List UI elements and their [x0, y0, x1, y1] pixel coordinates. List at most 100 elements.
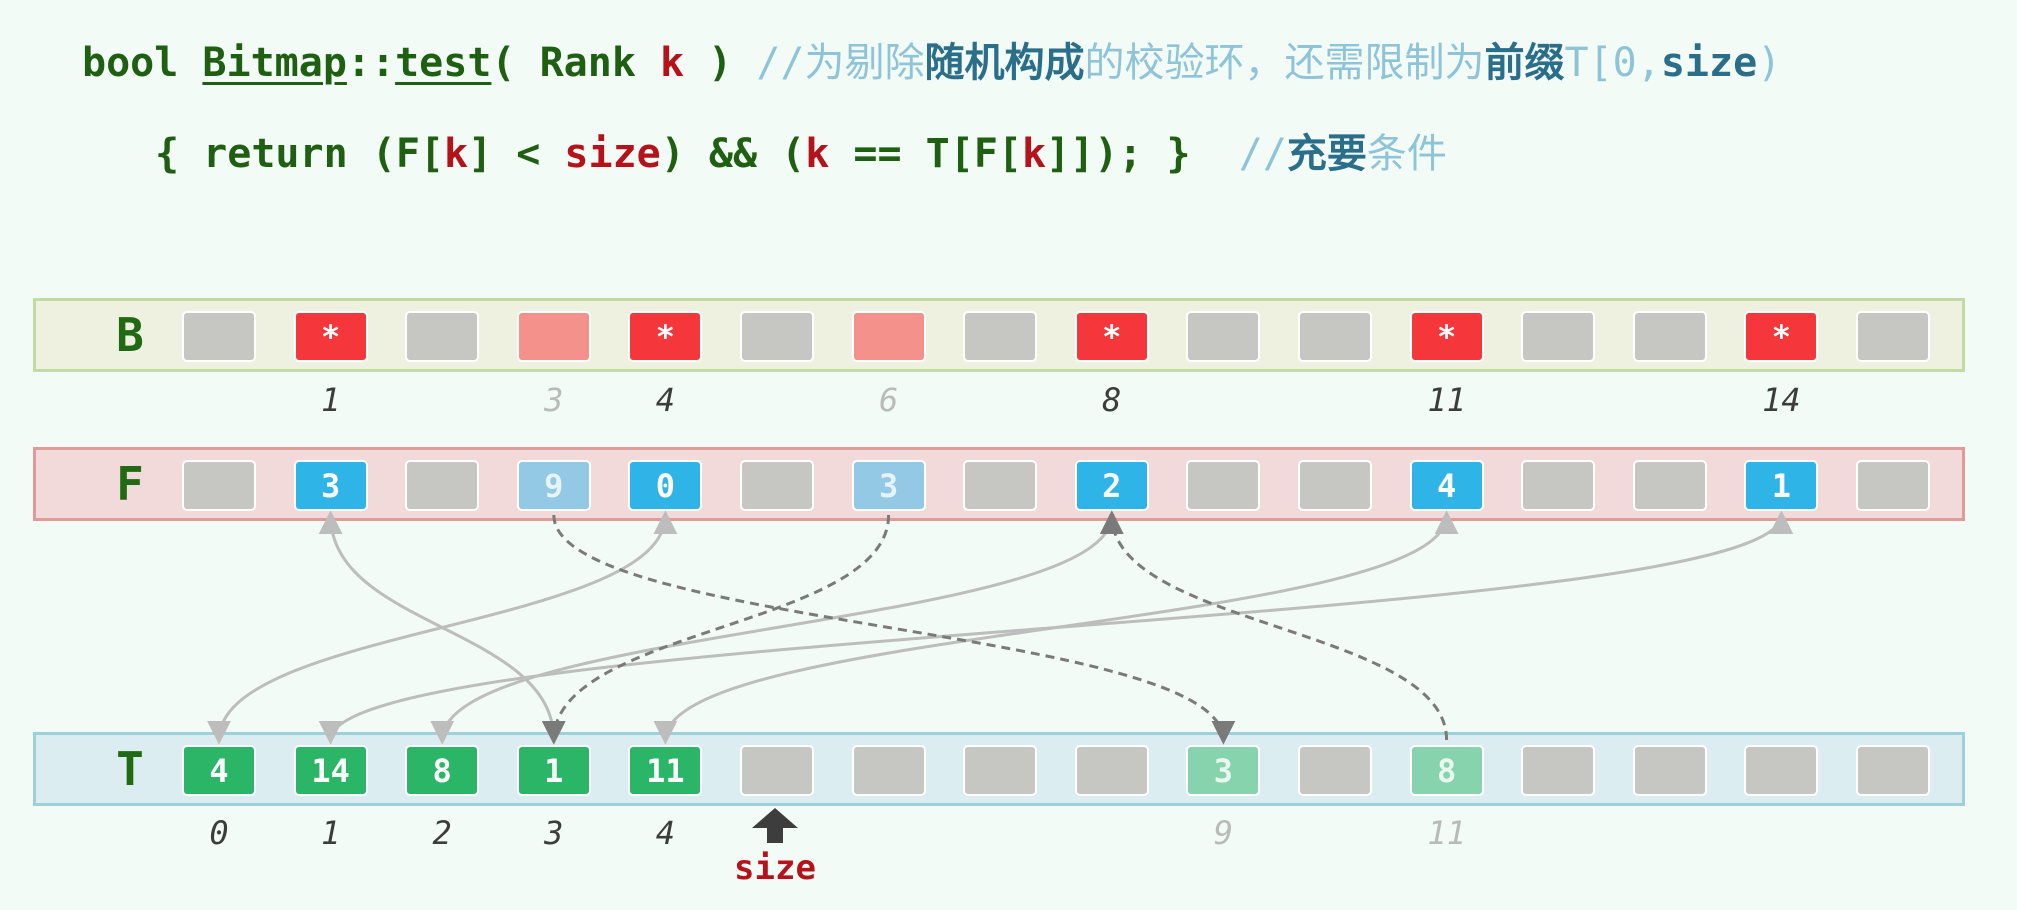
- cell-f-15: [1856, 460, 1930, 511]
- index-label-b: 1: [320, 381, 341, 419]
- cell-f-8: 2: [1074, 460, 1149, 511]
- code-token-scope: ::: [346, 40, 396, 86]
- comment-emphasis-size: size: [1660, 40, 1758, 86]
- cell-f-7: [963, 460, 1038, 511]
- cell-f-10: [1298, 460, 1372, 511]
- index-label-t: 4: [655, 814, 676, 852]
- size-marker-label: size: [734, 848, 816, 888]
- row-label-f: F: [116, 457, 144, 511]
- cell-t-0: 4: [182, 745, 256, 796]
- cell-b-11: *: [1409, 311, 1484, 362]
- size-pointer-icon: [752, 808, 798, 843]
- code-token-k: k: [1021, 131, 1047, 177]
- comment-slash: //: [1238, 131, 1287, 177]
- code-token-class: Bitmap: [202, 40, 347, 86]
- cell-b-12: [1521, 311, 1596, 362]
- cell-f-3: 9: [516, 460, 591, 511]
- cell-f-6: 3: [851, 460, 926, 511]
- cell-b-6: [851, 311, 926, 362]
- code-token-close: ): [684, 40, 757, 86]
- index-label-b: 8: [1102, 381, 1122, 419]
- cell-f-4: 0: [628, 460, 703, 511]
- code-token-method: test: [395, 40, 492, 86]
- code-token-bool: bool: [82, 40, 203, 86]
- code-token-and: ) && (: [660, 131, 806, 177]
- link-arrow-1: [207, 510, 678, 745]
- comment-emphasis-necessary-sufficient: 充要: [1286, 131, 1367, 177]
- cell-b-2: [405, 311, 480, 362]
- cell-b-3: [516, 311, 591, 362]
- cell-b-4: *: [628, 311, 703, 362]
- code-token-return-open: { return (F[: [155, 131, 444, 177]
- cell-f-2: [405, 460, 480, 511]
- cell-b-1: *: [293, 311, 368, 362]
- index-label-t: 0: [209, 814, 229, 852]
- cell-t-12: [1521, 745, 1596, 796]
- code-token-k: k: [805, 131, 830, 177]
- comment-emphasis-prefix: 前缀: [1484, 40, 1565, 86]
- link-arrow-2: [430, 510, 1124, 745]
- cell-b-0: [182, 311, 256, 362]
- comment-text-condition: 条件: [1366, 131, 1447, 177]
- cell-b-7: [963, 311, 1038, 362]
- cell-b-14: *: [1744, 311, 1819, 362]
- code-line-2: { return (F[k] < size) && (k == T[F[k]])…: [155, 121, 1447, 179]
- link-arrow-7: [1099, 510, 1449, 741]
- link-arrow-6: [552, 514, 1236, 745]
- code-token-eq: == T[F[: [829, 131, 1022, 177]
- cell-t-2: 8: [405, 745, 480, 796]
- cell-t-10: [1298, 745, 1372, 796]
- index-label-t: 11: [1427, 814, 1466, 852]
- cell-t-13: [1632, 745, 1707, 796]
- cell-b-10: [1298, 311, 1372, 362]
- cell-f-0: [182, 460, 256, 511]
- cell-b-9: [1186, 311, 1261, 362]
- comment-emphasis-random-cycle: 随机构成: [924, 40, 1085, 86]
- cell-b-15: [1856, 311, 1930, 362]
- cell-t-9: 3: [1186, 745, 1261, 796]
- code-token-size: size: [564, 131, 661, 177]
- cell-t-7: [963, 745, 1038, 796]
- cell-t-6: [851, 745, 926, 796]
- cell-b-8: *: [1074, 311, 1149, 362]
- cell-f-13: [1632, 460, 1707, 511]
- comment-text-close: ): [1757, 40, 1782, 86]
- index-label-b: 4: [655, 381, 676, 419]
- cell-f-11: 4: [1409, 460, 1484, 511]
- cell-f-12: [1521, 460, 1596, 511]
- index-label-b: 6: [878, 381, 899, 419]
- cell-t-15: [1856, 745, 1930, 796]
- index-label-b: 3: [544, 381, 564, 419]
- comment-text-c: 的校验环，还需限制为: [1084, 40, 1485, 86]
- index-label-b: 14: [1762, 381, 1801, 419]
- cell-t-14: [1744, 745, 1819, 796]
- index-label-t: 9: [1213, 814, 1234, 852]
- cell-t-11: 8: [1409, 745, 1484, 796]
- cell-f-5: [740, 460, 814, 511]
- index-label-t: 2: [432, 814, 452, 852]
- index-label-t: 3: [544, 814, 564, 852]
- cell-t-5: [740, 745, 814, 796]
- code-token-end: ]]); }: [1046, 131, 1239, 177]
- cell-f-1: 3: [293, 460, 368, 511]
- cell-t-8: [1074, 745, 1149, 796]
- cell-f-14: 1: [1744, 460, 1819, 511]
- link-arrow-5: [541, 514, 891, 745]
- link-arrow-4: [318, 510, 1794, 745]
- cell-t-3: 1: [516, 745, 591, 796]
- row-label-b: B: [116, 308, 144, 362]
- code-token-k: k: [443, 131, 469, 177]
- cell-f-9: [1186, 460, 1261, 511]
- code-token-lt: ] <: [468, 131, 565, 177]
- index-label-b: 11: [1427, 381, 1466, 419]
- comment-text-a: 为剔除: [804, 40, 925, 86]
- comment-text-range: T[0,: [1564, 40, 1661, 86]
- code-token-k: k: [660, 40, 685, 86]
- cell-t-1: 14: [293, 745, 368, 796]
- cell-b-13: [1632, 311, 1707, 362]
- comment-slash: //: [756, 40, 805, 86]
- cell-b-5: [740, 311, 814, 362]
- code-line-1: bool Bitmap::test( Rank k ) //为剔除随机构成的校验…: [82, 30, 1781, 88]
- code-token-params: ( Rank: [491, 40, 660, 86]
